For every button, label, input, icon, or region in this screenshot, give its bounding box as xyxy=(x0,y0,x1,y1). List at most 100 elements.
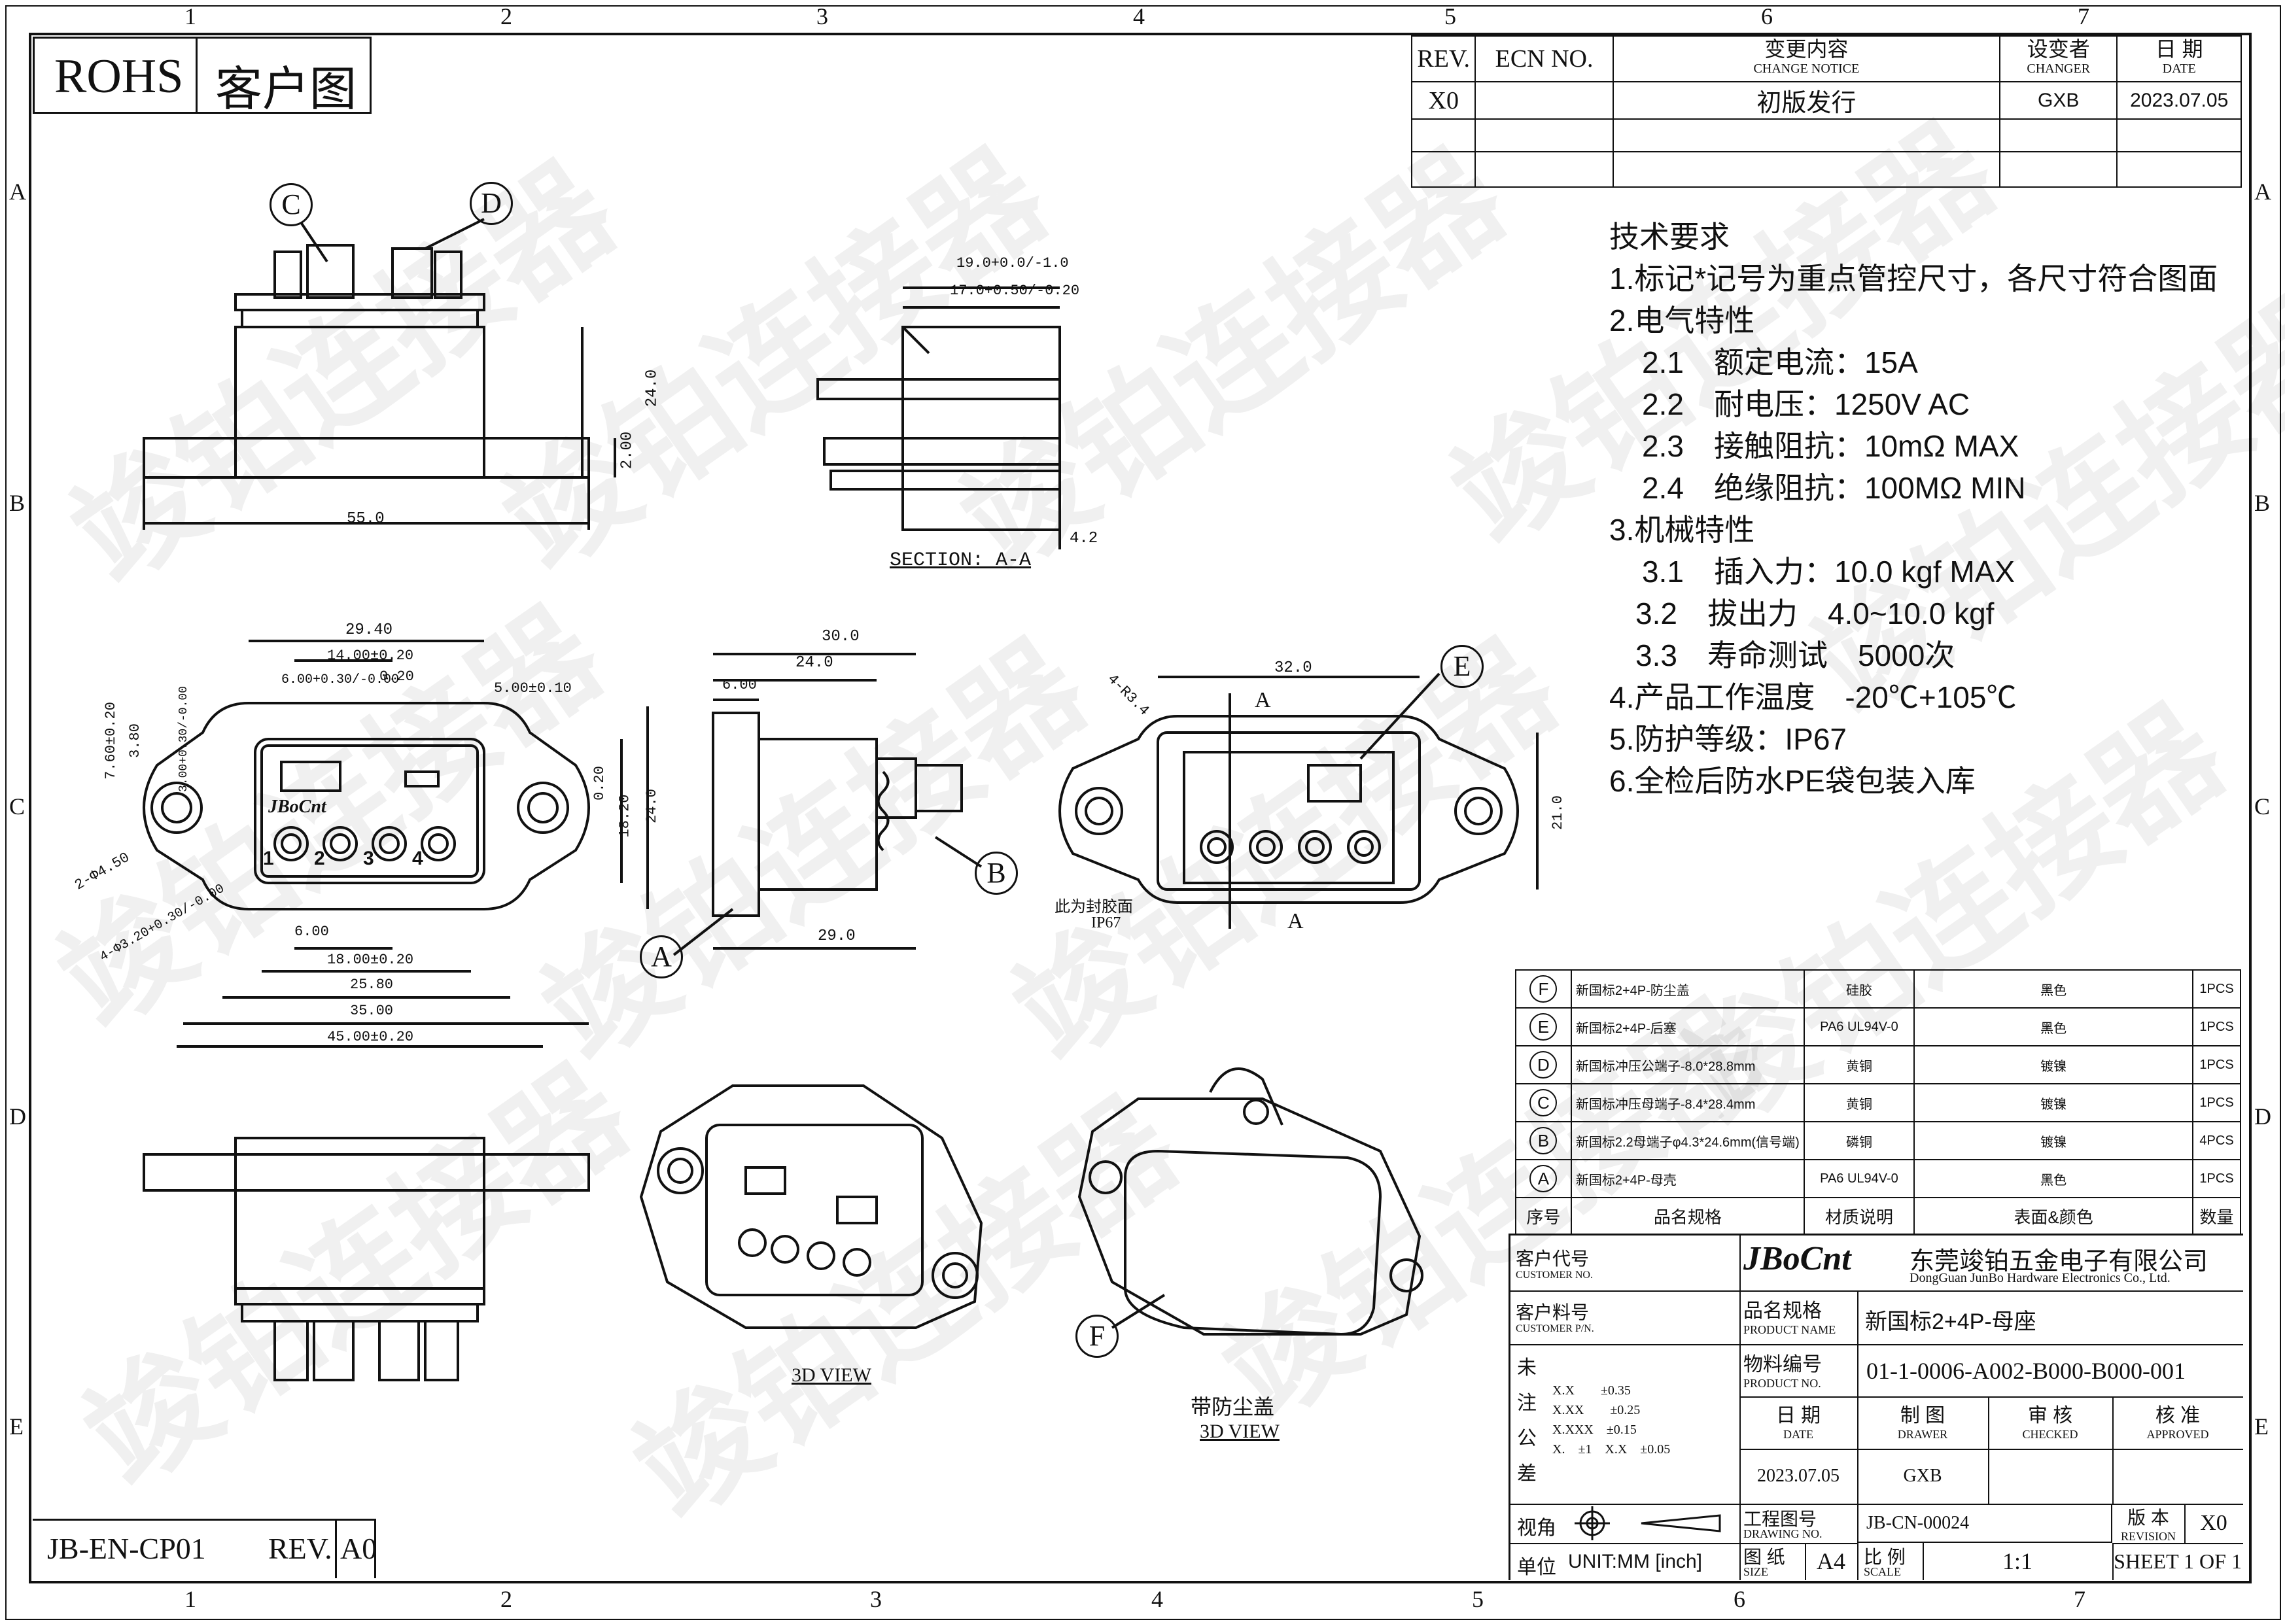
zone-left-E: E xyxy=(9,1413,24,1440)
bom-qty: 1PCS xyxy=(2192,1159,2241,1198)
form-rev-label: REV. xyxy=(268,1532,332,1565)
bom-id: B xyxy=(1529,1127,1558,1154)
tolerance-line: X.XXX ±0.15 xyxy=(1552,1423,1637,1437)
zone-left-C: C xyxy=(9,793,26,820)
zone-bottom-1: 1 xyxy=(184,1586,196,1612)
zone-left-B: B xyxy=(9,490,26,516)
zone-top-3: 3 xyxy=(816,3,828,29)
dim-text: 24.0 xyxy=(795,654,833,672)
zone-top-2: 2 xyxy=(500,3,512,29)
dim-text: 3.00+0.30/-0.00 xyxy=(177,685,191,793)
zone-top-1: 1 xyxy=(184,3,196,29)
bom-qty: 1PCS xyxy=(2192,1045,2241,1084)
bom-id: A xyxy=(1529,1165,1558,1192)
view-label-3d-cap: 3D VIEW xyxy=(1200,1421,1280,1442)
section-mark: A xyxy=(1255,688,1271,712)
callout-E: E xyxy=(1440,645,1484,688)
zone-right-C: C xyxy=(2254,793,2271,820)
rohs-label: ROHS xyxy=(54,50,184,103)
pin-label: 3 xyxy=(363,848,374,869)
dim-text: 45.00±0.20 xyxy=(327,1029,414,1045)
view-label-dust-cap: 带防尘盖 xyxy=(1191,1395,1275,1419)
scale-value: 1:1 xyxy=(1923,1543,2114,1580)
tech-line: 5.防护等级：IP67 xyxy=(1609,722,1847,756)
bom-header-finish: 表面&颜色 xyxy=(1913,1197,2194,1235)
section-a-a xyxy=(816,286,1061,549)
customer-drawing-label: 客户图 xyxy=(215,63,357,116)
zone-bottom-7: 7 xyxy=(2074,1586,2085,1612)
tech-line: 2.3 接触阻抗：10mΩ MAX xyxy=(1642,429,2019,463)
callout-A: A xyxy=(640,935,683,978)
zone-right-D: D xyxy=(2254,1103,2271,1130)
dim-text: 55.0 xyxy=(347,510,385,528)
seal-note: 此为封胶面 xyxy=(1055,898,1133,916)
bom-qty: 1PCS xyxy=(2192,1007,2241,1046)
bom-name: 新国标2.2母端子φ4.3*24.6mm(信号端) xyxy=(1570,1121,1805,1160)
callout-B: B xyxy=(975,852,1018,895)
dim-text: 24.0 xyxy=(643,789,660,823)
tech-line: 3.3 寿命测试 5000次 xyxy=(1635,638,1955,672)
bom-finish: 黑色 xyxy=(1913,969,2194,1009)
change-cell: 初版发行 xyxy=(1612,81,2001,120)
zone-bottom-3: 3 xyxy=(870,1586,882,1612)
dim-text: 18.20 xyxy=(616,794,633,838)
product-name: 新国标2+4P-母座 xyxy=(1865,1309,2036,1334)
dim-text: 3.80 xyxy=(126,723,143,758)
pin-label: 1 xyxy=(263,848,274,869)
front-elevation-top xyxy=(143,244,616,530)
bom-id: D xyxy=(1529,1051,1558,1079)
zone-top-4: 4 xyxy=(1133,3,1145,29)
dim-text: 18.00±0.20 xyxy=(327,952,414,968)
bom-header-material: 材质说明 xyxy=(1803,1197,1915,1235)
dim-text: 21.0 xyxy=(1549,795,1566,830)
bom-header-name: 品名规格 xyxy=(1570,1197,1805,1235)
bom-header-qty: 数量 xyxy=(2192,1197,2241,1235)
ecn-cell xyxy=(1474,81,1614,120)
bom-qty: 1PCS xyxy=(2192,1083,2241,1122)
form-number-block: JB-EN-CP01 REV. A0 xyxy=(33,1519,377,1578)
drawing-frame xyxy=(29,33,2252,1583)
projection-symbol-icon xyxy=(1575,1506,1721,1540)
zone-bottom-2: 2 xyxy=(500,1586,512,1612)
iso-view-2 xyxy=(1077,1067,1423,1336)
bom-material: 硅胶 xyxy=(1803,969,1915,1009)
dim-text: 29.0 xyxy=(818,927,856,945)
revision-value: X0 xyxy=(2184,1504,2243,1544)
section-label: SECTION: A-A xyxy=(890,549,1032,572)
callout-D: D xyxy=(470,182,513,225)
tech-line: 4.产品工作温度 -20℃+105℃ xyxy=(1609,680,2017,714)
drawing-number: JB-CN-00024 xyxy=(1857,1504,2112,1543)
callout-F: F xyxy=(1075,1315,1119,1358)
dim-text: 19.0+0.0/-1.0 xyxy=(956,255,1069,271)
bom-material: 磷铜 xyxy=(1803,1121,1915,1160)
bom-qty: 4PCS xyxy=(2192,1121,2241,1160)
tech-line: 2.电气特性 xyxy=(1609,303,1755,337)
dim-text: 6.00+0.30/-0.00 xyxy=(281,672,400,687)
form-number: JB-EN-CP01 xyxy=(47,1532,206,1565)
dim-text: 4.2 xyxy=(1070,530,1098,547)
dim-text: 14.00±0.20 xyxy=(327,648,414,664)
brand-logo: JBoCnt xyxy=(268,797,326,817)
zone-left-D: D xyxy=(9,1103,26,1130)
bom-name: 新国标2+4P-防尘盖 xyxy=(1570,969,1805,1009)
bom-name: 新国标冲压母端子-8.4*28.4mm xyxy=(1570,1083,1805,1122)
tech-line: 6.全检后防水PE袋包装入库 xyxy=(1609,764,1976,798)
section-mark: A xyxy=(1287,909,1304,933)
pin-label: 4 xyxy=(412,848,423,869)
bom-id: F xyxy=(1529,975,1558,1003)
bom-material: PA6 UL94V-0 xyxy=(1803,1159,1915,1198)
zone-top-6: 6 xyxy=(1761,3,1773,29)
bom-name: 新国标2+4P-母壳 xyxy=(1570,1159,1805,1198)
dim-text: 0.20 xyxy=(591,766,608,801)
bom-material: 黄铜 xyxy=(1803,1083,1915,1122)
dim-text: 0.20 xyxy=(379,668,414,685)
product-number: 01-1-0006-A002-B000-B000-001 xyxy=(1866,1358,2186,1384)
dim-text: 32.0 xyxy=(1274,659,1312,677)
dim-text: 30.0 xyxy=(822,628,860,646)
dim-text: 24.0 xyxy=(643,369,661,407)
tech-line: 2.1 额定电流：15A xyxy=(1642,345,1918,379)
company-name-en: DongGuan JunBo Hardware Electronics Co.,… xyxy=(1910,1271,2171,1285)
bom-name: 新国标2+4P-后塞 xyxy=(1570,1007,1805,1046)
